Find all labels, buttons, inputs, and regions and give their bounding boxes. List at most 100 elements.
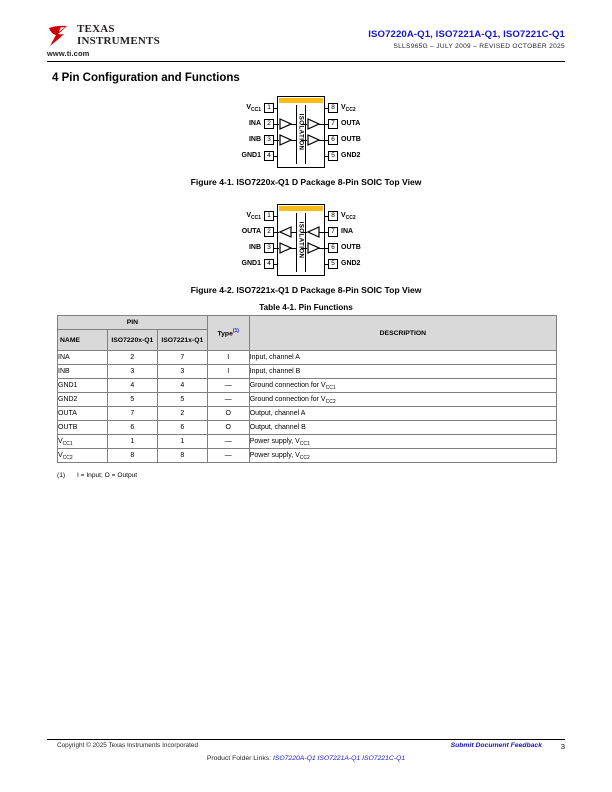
pin-label-GND2: GND2 (341, 152, 361, 159)
pin-number-4: 4 (264, 151, 274, 161)
figure-2-caption: Figure 4-2. ISO7221x-Q1 D Package 8-Pin … (190, 285, 422, 295)
pin-label-OUTA: OUTA (341, 120, 361, 127)
pin-number-6: 6 (328, 243, 338, 253)
pin-number-7: 7 (328, 227, 338, 237)
package-top-marking-bar (279, 98, 323, 103)
pin-label-VCC2: VCC2 (341, 104, 356, 113)
pin-label-GND1: GND1 (241, 260, 261, 267)
cell-pin-name: INB (57, 364, 108, 379)
cell-iso7221x-pin: 7 (156, 350, 208, 365)
cell-iso7220x-pin: 7 (106, 406, 158, 421)
cell-iso7221x-pin: 2 (156, 406, 208, 421)
pin-label-GND1: GND1 (241, 152, 261, 159)
cell-description: Output, channel B (248, 420, 558, 435)
table-header-row-1: PIN Type(1) DESCRIPTION (57, 315, 558, 351)
buffer-lead (319, 124, 325, 125)
pin-lead (325, 124, 328, 125)
ti-url-link[interactable]: www.ti.com (47, 49, 90, 58)
pin-number-4: 4 (264, 259, 274, 269)
cell-iso7220x-pin: 8 (106, 448, 158, 463)
cell-pin-name: GND1 (57, 378, 108, 393)
buffer-lead (291, 124, 297, 125)
pin-number-5: 5 (328, 259, 338, 269)
cell-pin-name: OUTB (57, 420, 108, 435)
table-footnote: (1)I = Input; O = Output (57, 472, 137, 479)
buffer-triangle-right (307, 134, 320, 146)
header-type: Type(1) (206, 315, 250, 351)
isolation-barrier-label: ISOLATION (297, 221, 305, 259)
buffer-lead (273, 232, 279, 233)
buffer-lead (291, 248, 297, 249)
cell-type: — (206, 392, 250, 407)
pin-number-1: 1 (264, 103, 274, 113)
buffer-lead (319, 232, 325, 233)
buffer-lead (301, 124, 307, 125)
figure-1-caption: Figure 4-1. ISO7220x-Q1 D Package 8-Pin … (190, 177, 422, 187)
product-links-list[interactable]: ISO7220A-Q1 ISO7221A-Q1 ISO7221C-Q1 (272, 755, 406, 762)
cell-type: O (206, 420, 250, 435)
header-pin-group: PIN (57, 315, 208, 330)
pin-lead (325, 232, 328, 233)
pin-lead (274, 156, 277, 157)
buffer-lead (319, 140, 325, 141)
ti-logo: TEXAS INSTRUMENTS www.ti.com (47, 23, 207, 58)
buffer-triangle-right (307, 118, 320, 130)
cell-description: Ground connection for VCC2 (248, 392, 558, 407)
buffer-lead (273, 140, 279, 141)
cell-iso7220x-pin: 5 (106, 392, 158, 407)
pin-number-6: 6 (328, 135, 338, 145)
cell-description: Input, channel B (248, 364, 558, 379)
isolation-barrier (296, 105, 306, 164)
cell-iso7221x-pin: 3 (156, 364, 208, 379)
package-body (277, 204, 325, 276)
pin-label-OUTB: OUTB (341, 136, 361, 143)
pin-number-1: 1 (264, 211, 274, 221)
buffer-lead (301, 232, 307, 233)
footer-page-number: 3 (560, 742, 565, 751)
pin-label-OUTB: OUTB (341, 244, 361, 251)
submit-document-feedback-link[interactable]: Submit Document Feedback (450, 742, 542, 749)
header-description: DESCRIPTION (248, 315, 558, 351)
pin-lead (274, 108, 277, 109)
cell-description: Power supply, VCC1 (248, 434, 558, 449)
pin-label-INA: INA (341, 228, 354, 235)
pin-lead (325, 156, 328, 157)
pin-label-VCC1: VCC1 (246, 104, 261, 113)
buffer-lead (291, 232, 297, 233)
cell-iso7221x-pin: 4 (156, 378, 208, 393)
cell-iso7221x-pin: 6 (156, 420, 208, 435)
header-part-info: ISO7220A-Q1, ISO7221A-Q1, ISO7221C-Q1 SL… (368, 29, 565, 50)
footer-copyright: Copyright © 2025 Texas Instruments Incor… (57, 742, 198, 749)
header-part-numbers: ISO7220A-Q1, ISO7221A-Q1, ISO7221C-Q1 (368, 29, 565, 40)
header-name: NAME (57, 329, 108, 351)
cell-type: I (206, 350, 250, 365)
footer-product-links: Product Folder Links: ISO7220A-Q1 ISO722… (0, 755, 612, 762)
buffer-triangle-right (307, 242, 320, 254)
product-links-label: Product Folder Links: (206, 755, 272, 762)
isolation-barrier (296, 213, 306, 272)
buffer-lead (319, 248, 325, 249)
pin-lead (325, 264, 328, 265)
footer-divider (47, 739, 565, 740)
cell-iso7220x-pin: 1 (106, 434, 158, 449)
cell-pin-name: VCC1 (57, 434, 108, 449)
buffer-triangle-right (279, 242, 292, 254)
cell-pin-name: OUTA (57, 406, 108, 421)
pin-label-INB: INB (248, 136, 261, 143)
header-iso7220x: ISO7220x-Q1 (106, 329, 158, 351)
pin-number-7: 7 (328, 119, 338, 129)
pin-label-OUTA: OUTA (241, 228, 261, 235)
buffer-lead (301, 140, 307, 141)
isolation-barrier-label: ISOLATION (297, 113, 305, 151)
pin-label-VCC1: VCC1 (246, 212, 261, 221)
cell-iso7221x-pin: 8 (156, 448, 208, 463)
buffer-triangle-right (279, 118, 292, 130)
pin-lead (325, 108, 328, 109)
pin-label-GND2: GND2 (341, 260, 361, 267)
cell-type: O (206, 406, 250, 421)
